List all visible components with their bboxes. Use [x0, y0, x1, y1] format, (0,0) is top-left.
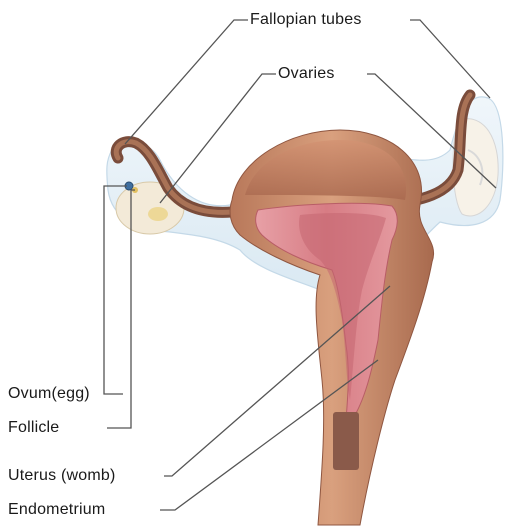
label-ovum: Ovum(egg): [8, 385, 90, 403]
label-fallopian-tubes: Fallopian tubes: [250, 11, 362, 29]
cervix: [333, 412, 359, 470]
uterus-body: [230, 130, 434, 525]
follicle-spot: [148, 207, 168, 221]
leader-fallopian-left: [125, 20, 248, 144]
leader-follicle: [107, 190, 135, 428]
leader-fallopian-right: [410, 20, 490, 98]
label-uterus: Uterus (womb): [8, 467, 116, 485]
label-endometrium: Endometrium: [8, 501, 105, 519]
label-ovaries: Ovaries: [278, 65, 335, 83]
label-follicle: Follicle: [8, 419, 59, 437]
